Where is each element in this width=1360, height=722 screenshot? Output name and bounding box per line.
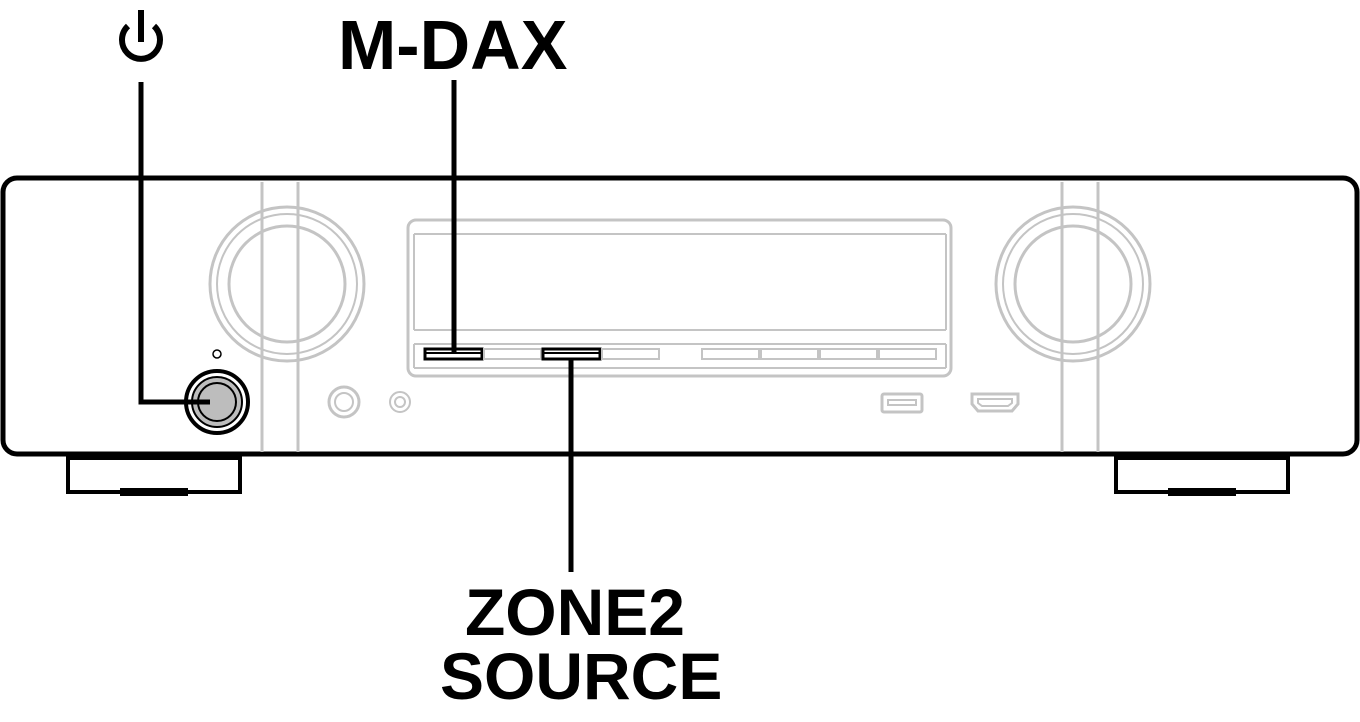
power-leader-line [138, 82, 210, 405]
mdax-callout-label: M-DAX [338, 6, 568, 84]
front-button-row [423, 347, 937, 361]
input-selector-knob [208, 205, 366, 363]
right-foot [1114, 456, 1290, 496]
zone2-source-callout-label: ZONE2 SOURCE [440, 575, 723, 713]
setup-mic-jack [389, 391, 411, 413]
hdmi-port-icon [970, 392, 1020, 413]
power-symbol-icon [119, 10, 163, 62]
display-window [406, 218, 953, 378]
headphone-jack [327, 385, 361, 419]
volume-knob [994, 205, 1152, 363]
zone2-callout-line2: SOURCE [440, 639, 723, 713]
zone2-callout-line1: ZONE2 [464, 575, 686, 649]
power-indicator-led [212, 349, 222, 359]
left-foot [66, 456, 242, 496]
usb-port-icon [880, 392, 924, 414]
power-button[interactable] [184, 369, 250, 435]
